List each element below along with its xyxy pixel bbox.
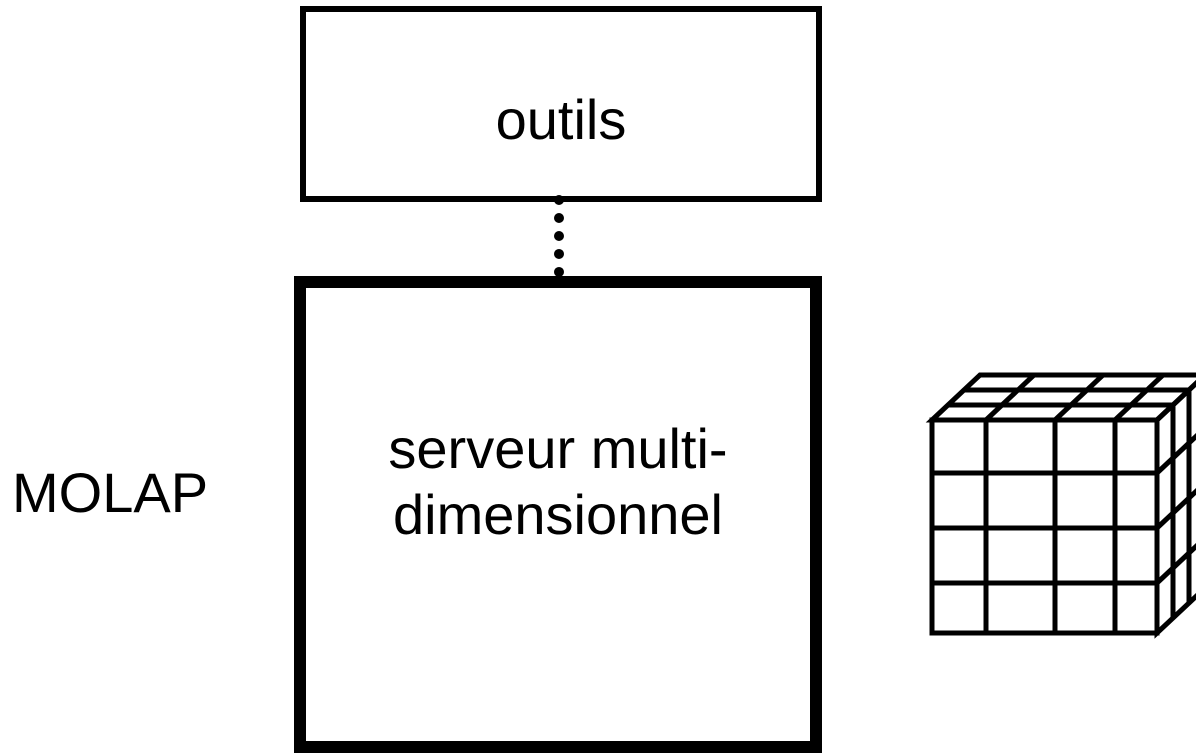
server-label-line1: serveur multi- — [388, 417, 728, 480]
server-label-line2: dimensionnel — [393, 483, 723, 547]
server-label: serveur multi- dimensionnel — [306, 416, 810, 548]
tools-label: outils — [495, 88, 627, 151]
molap-label: MOLAP — [12, 461, 209, 524]
data-cube-icon — [920, 365, 1196, 645]
server-box: serveur multi- dimensionnel — [294, 276, 822, 753]
tools-box: outils — [300, 6, 822, 202]
dotted-connector — [554, 195, 564, 277]
cube-graphic — [925, 372, 1196, 639]
